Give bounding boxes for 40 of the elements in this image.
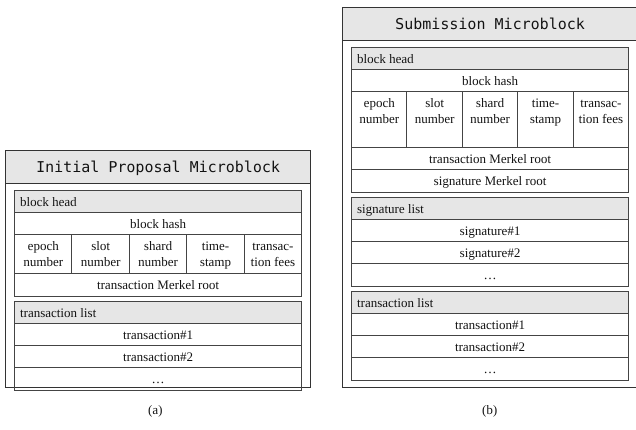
field-cell: transaction#1 (15, 324, 301, 346)
field-cell: transaction Merkel root (15, 274, 301, 296)
field-cell: epoch number (15, 235, 72, 273)
field-cell: transac- tion fees (244, 235, 302, 273)
section-box (14, 301, 302, 391)
field-cell: transac- tion fees (574, 92, 628, 147)
section-header: block head (15, 191, 301, 213)
section-box (14, 190, 302, 297)
section-box (351, 291, 629, 381)
field-cell: transaction Merkel root (352, 148, 628, 170)
field-cell: shard number (130, 235, 188, 273)
panel-title: Initial Proposal Microblock (6, 151, 310, 184)
field-cell: … (15, 368, 301, 390)
section-header: transaction list (15, 302, 301, 324)
field-cell: time- stamp (187, 235, 245, 273)
section-header: transaction list (352, 292, 628, 314)
microblock-panel (5, 150, 311, 388)
field-cell: signature Merkel root (352, 170, 628, 192)
microblock-panel (342, 7, 636, 388)
section-box (351, 197, 629, 287)
section-header: signature list (352, 198, 628, 220)
field-cell: block hash (352, 70, 628, 92)
field-cell: … (352, 264, 628, 286)
section-header: block head (352, 48, 628, 70)
field-cell: slot number (407, 92, 463, 147)
panel-title: Submission Microblock (343, 8, 636, 41)
field-cell: epoch number (352, 92, 408, 147)
field-cell: transaction#2 (352, 336, 628, 358)
field-cell: transaction#2 (15, 346, 301, 368)
figure-caption: (a) (148, 402, 162, 418)
field-cell: block hash (15, 213, 301, 235)
field-cell: shard number (462, 92, 518, 147)
field-cell: signature#2 (352, 242, 628, 264)
field-cell: slot number (72, 235, 130, 273)
field-cell: transaction#1 (352, 314, 628, 336)
field-cell: … (352, 358, 628, 380)
field-cell: time- stamp (518, 92, 574, 147)
field-cell: signature#1 (352, 220, 628, 242)
figure-caption: (b) (482, 402, 498, 418)
section-box (351, 47, 629, 193)
